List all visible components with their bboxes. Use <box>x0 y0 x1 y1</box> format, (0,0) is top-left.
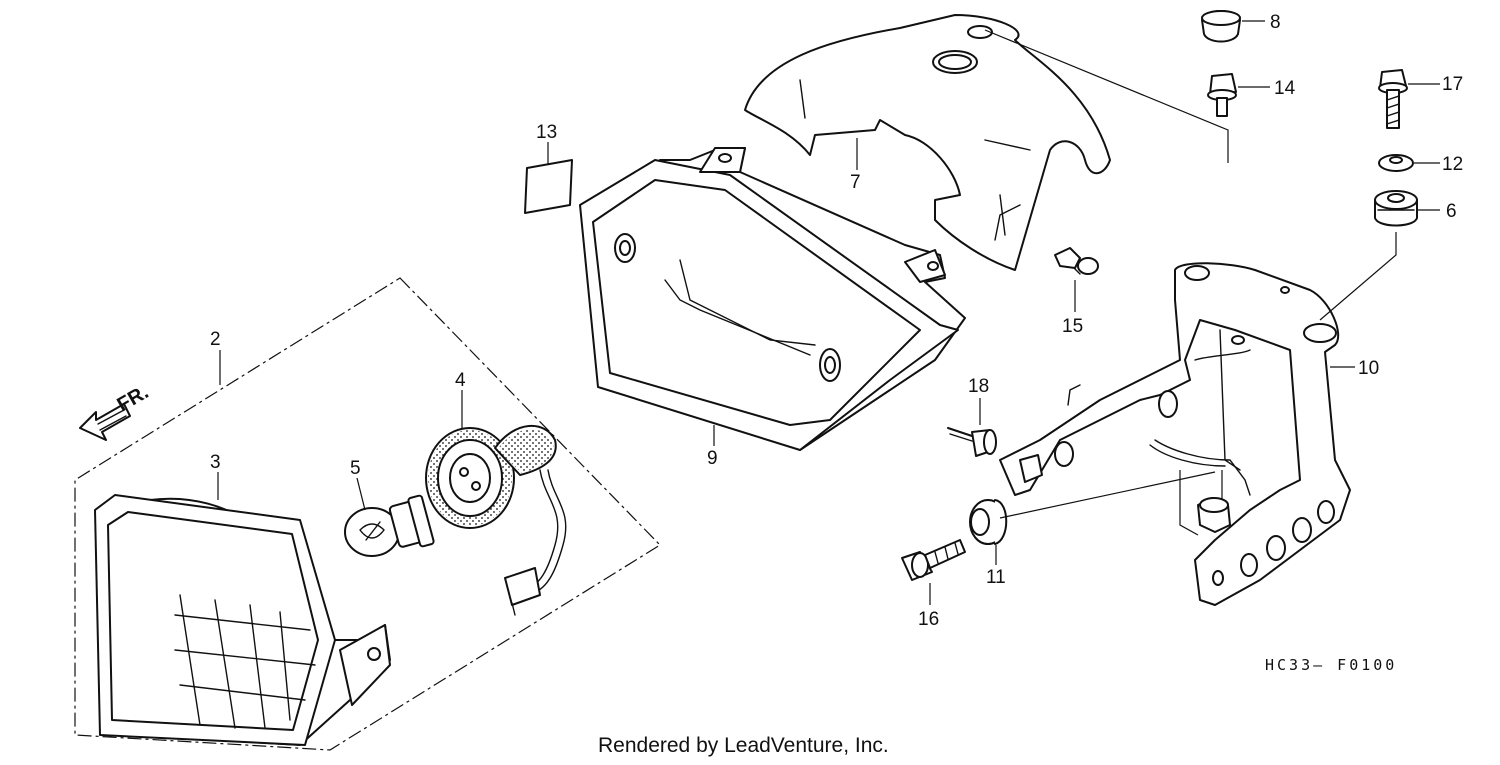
callout-9: 9 <box>707 448 718 469</box>
callout-2: 2 <box>210 329 221 350</box>
callout-14: 14 <box>1274 78 1296 99</box>
callout-6: 6 <box>1446 201 1457 222</box>
callout-18: 18 <box>968 376 989 397</box>
bolt-part-18[interactable] <box>947 427 997 457</box>
callout-10: 10 <box>1358 358 1379 379</box>
headlight-bracket-part-10[interactable] <box>999 262 1351 606</box>
callout-8: 8 <box>1270 12 1281 33</box>
callout-3: 3 <box>210 452 221 473</box>
collar-part-12[interactable] <box>1378 154 1414 172</box>
callout-labels: 2 3 4 5 6 7 8 9 10 11 12 13 14 15 16 17 … <box>210 12 1463 630</box>
grommet-part-6[interactable] <box>1374 190 1418 227</box>
headlight-unit-part-3[interactable] <box>94 494 391 746</box>
credit-text: Rendered by LeadVenture, Inc. <box>598 734 889 757</box>
bolt-part-16[interactable] <box>901 539 966 581</box>
headlight-case-part-9[interactable] <box>579 147 966 451</box>
cap-part-8[interactable] <box>1201 10 1241 43</box>
callout-7: 7 <box>850 172 861 193</box>
callout-12: 12 <box>1442 154 1463 175</box>
callout-11: 11 <box>986 567 1006 588</box>
callout-17: 17 <box>1442 74 1463 95</box>
drawing-code: HC33– F0100 <box>1265 656 1397 674</box>
headlight-cover-part-7[interactable] <box>744 14 1111 271</box>
front-direction-arrow-icon <box>79 403 131 441</box>
callout-4: 4 <box>455 370 466 391</box>
callout-16: 16 <box>918 609 939 630</box>
grommet-part-11[interactable] <box>969 499 1008 545</box>
headlight-assembly-outline <box>74 277 661 751</box>
clip-part-15[interactable] <box>1054 247 1099 275</box>
label-part-13[interactable] <box>524 159 573 214</box>
callout-5: 5 <box>350 458 361 479</box>
socket-part-4[interactable] <box>425 425 567 616</box>
bolt-part-17[interactable] <box>1378 69 1408 129</box>
callout-13: 13 <box>536 122 557 143</box>
leader-lines <box>217 20 1440 605</box>
bolt-part-14[interactable] <box>1207 73 1237 117</box>
callout-15: 15 <box>1062 316 1083 337</box>
bulb-part-5[interactable] <box>344 494 435 557</box>
